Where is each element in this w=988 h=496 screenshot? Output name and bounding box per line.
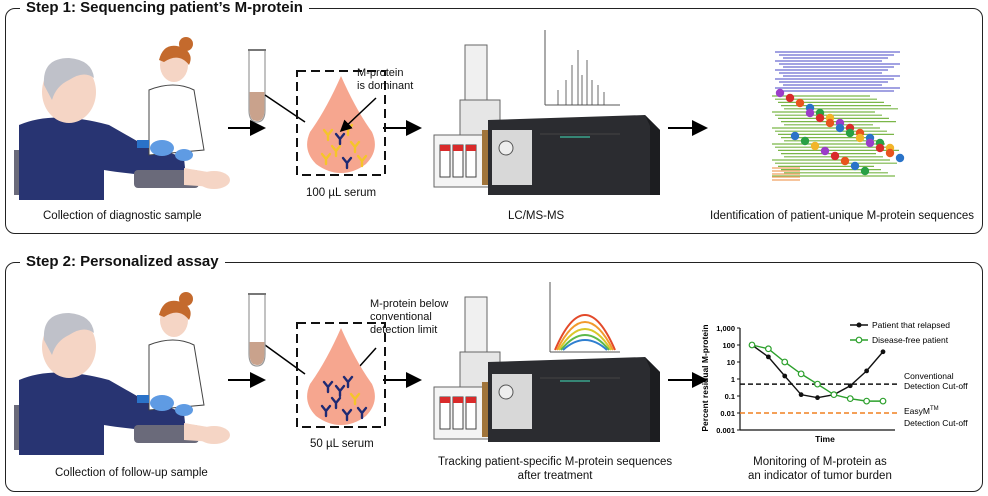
- series-diseasefree-point: [748, 341, 756, 349]
- drop-label-1-line2: is dominant: [357, 80, 414, 92]
- y-tick-label: 1: [731, 375, 735, 384]
- sample-tube-icon-2: [248, 293, 266, 367]
- patient-nurse-illustration-2: [14, 292, 230, 455]
- series-relapsed-point: [847, 383, 853, 389]
- sample-tube-icon: [248, 49, 266, 123]
- legend-relapsed-marker: [856, 322, 862, 328]
- series-relapsed-point: [765, 354, 771, 360]
- monitoring-caption: Monitoring of M-protein as an indicator …: [748, 455, 892, 483]
- serum-drop-2: [296, 322, 386, 428]
- residue-bead: [810, 141, 820, 151]
- drop-label-1: M-protein is dominant: [357, 67, 413, 93]
- instrument-label-1: LC/MS-MS: [508, 210, 565, 222]
- cutoff-conventional-label2: Detection Cut-off: [904, 381, 968, 391]
- tracking-caption: Tracking patient-specific M-protein sequ…: [438, 455, 672, 483]
- step1-panel: Step 1: Sequencing patient’s M-protein: [5, 0, 983, 234]
- lcms-instrument-2: [433, 282, 660, 442]
- step1-title: Step 1: Sequencing patient’s M-protein: [20, 0, 309, 17]
- patient-nurse-illustration-1: [14, 37, 230, 200]
- residue-bead: [775, 88, 785, 98]
- residue-bead: [840, 156, 850, 166]
- cutoff-easym-name: EasyM: [904, 406, 930, 416]
- series-diseasefree-point: [879, 397, 887, 405]
- step1-collection-caption: Collection of diagnostic sample: [43, 210, 202, 222]
- cutoff-easym-sup: TM: [930, 406, 939, 412]
- series-diseasefree-point: [781, 358, 789, 366]
- lcms-instrument-1: [433, 30, 660, 195]
- cutoff-easym-label: EasyMTM: [904, 406, 939, 416]
- legend-diseasefree-label: Disease-free patient: [872, 335, 949, 345]
- sequence-coverage-graphic: [772, 51, 905, 181]
- residue-bead: [860, 166, 870, 176]
- series-diseasefree-point: [830, 391, 838, 399]
- drop-label-2-line3: detection limit: [370, 324, 438, 336]
- serum-label-2: 50 µL serum: [310, 438, 374, 450]
- residue-bead: [800, 136, 810, 146]
- y-tick-label: 0.001: [716, 426, 735, 435]
- residue-bead: [885, 148, 895, 158]
- cutoff-easym-label2: Detection Cut-off: [904, 418, 968, 428]
- y-tick-label: 1,000: [716, 324, 735, 333]
- residue-bead: [850, 161, 860, 171]
- serum-label-1: 100 µL serum: [306, 187, 377, 199]
- series-relapsed-point: [880, 349, 886, 355]
- monitoring-caption-line2: an indicator of tumor burden: [748, 470, 892, 482]
- series-relapsed-point: [864, 368, 870, 374]
- residue-bead: [845, 128, 855, 138]
- series-relapsed-point: [815, 395, 820, 401]
- y-tick-label: 10: [727, 358, 735, 367]
- legend-diseasefree-marker: [855, 336, 863, 344]
- residue-bead: [855, 133, 865, 143]
- series-relapsed-point: [798, 392, 804, 398]
- residue-bead: [795, 98, 805, 108]
- step2-collection-caption: Collection of follow-up sample: [55, 467, 208, 479]
- step1-identification-caption: Identification of patient-unique M-prote…: [710, 210, 975, 222]
- series-diseasefree-point: [863, 397, 871, 405]
- residue-bead: [835, 123, 845, 133]
- cutoff-conventional-label: Conventional: [904, 371, 954, 381]
- residue-bead: [785, 93, 795, 103]
- series-diseasefree-point: [814, 380, 821, 388]
- chart-xlabel: Time: [815, 434, 835, 444]
- drop-label-2-line2: conventional: [370, 311, 432, 323]
- residue-bead: [815, 113, 825, 123]
- residue-bead: [865, 138, 875, 148]
- legend-relapsed-label: Patient that relapsed: [872, 320, 950, 330]
- y-tick-label: 100: [722, 341, 735, 350]
- series-diseasefree-point: [764, 345, 772, 353]
- residue-bead: [895, 153, 905, 163]
- drop-label-2-line1: M-protein below: [370, 298, 449, 310]
- y-tick-label: 0.1: [725, 392, 735, 401]
- chart-ylabel: Percent residual M-protein: [700, 324, 710, 431]
- series-relapsed-point: [782, 373, 788, 379]
- residue-bead: [825, 118, 835, 128]
- series-diseasefree-point: [846, 395, 854, 403]
- chart-legend: Patient that relapsed Disease-free patie…: [850, 320, 950, 345]
- monitoring-chart: Percent residual M-protein Time 1,000100…: [700, 320, 968, 444]
- step2-panel: Step 2: Personalized assay: [5, 253, 983, 492]
- residue-bead: [805, 108, 815, 118]
- residue-bead: [820, 146, 830, 156]
- drop-label-2: M-protein below conventional detection l…: [370, 298, 448, 337]
- residue-bead: [790, 131, 800, 141]
- residue-bead: [830, 151, 840, 161]
- y-tick-label: 0.01: [720, 409, 735, 418]
- series-diseasefree-point: [797, 370, 805, 378]
- tracking-caption-line2: after treatment: [517, 470, 593, 482]
- series-relapsed-line: [751, 344, 884, 399]
- residue-bead: [875, 143, 885, 153]
- drop-label-1-line1: M-protein: [357, 67, 404, 79]
- step2-title: Step 2: Personalized assay: [20, 253, 225, 271]
- tracking-caption-line1: Tracking patient-specific M-protein sequ…: [438, 456, 673, 468]
- monitoring-caption-line1: Monitoring of M-protein as: [753, 456, 887, 468]
